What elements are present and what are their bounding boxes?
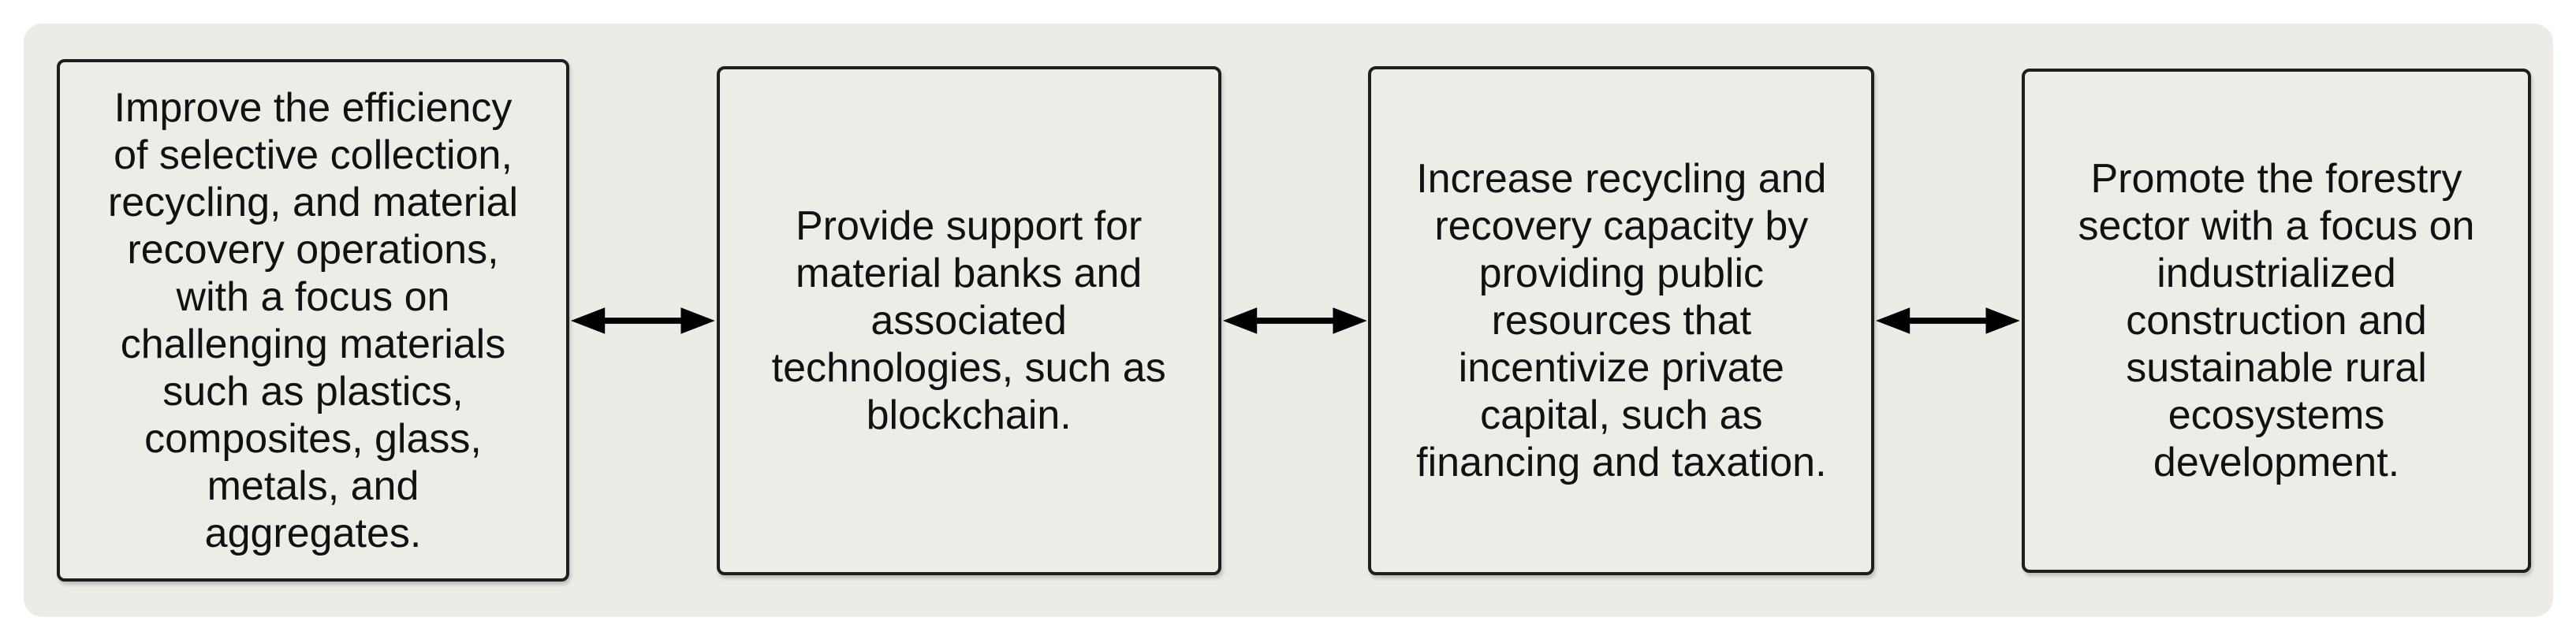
diagram-box-1: Improve the efficiency of selective coll… xyxy=(57,59,569,582)
diagram-panel: Improve the efficiency of selective coll… xyxy=(24,24,2553,617)
box-2-text: Provide support for material banks and a… xyxy=(771,203,1166,438)
diagram-box-4: Promote the forestry sector with a focus… xyxy=(2022,68,2532,573)
box-1-text: Improve the efficiency of selective coll… xyxy=(107,84,519,556)
diagram-box-3: Increase recycling and recovery capacity… xyxy=(1368,65,1875,575)
double-arrow-icon-2 xyxy=(1221,297,1369,344)
box-4-text: Promote the forestry sector with a focus… xyxy=(2078,155,2475,485)
double-arrow-icon-1 xyxy=(569,297,717,344)
diagram-box-2: Provide support for material banks and a… xyxy=(716,65,1221,575)
box-3-text: Increase recycling and recovery capacity… xyxy=(1416,155,1827,485)
double-arrow-icon-3 xyxy=(1874,297,2022,344)
